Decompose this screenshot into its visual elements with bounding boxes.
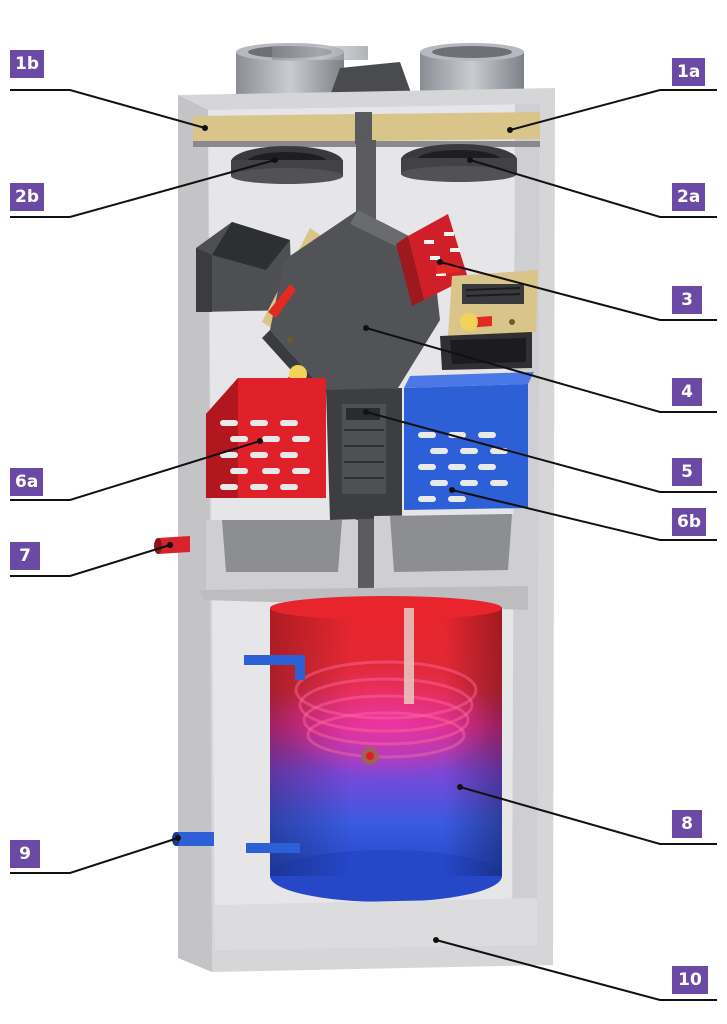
supply-filter-6a [206, 378, 326, 498]
label-5: 5 [672, 458, 702, 486]
fans [231, 144, 517, 184]
label-6a: 6a [10, 468, 44, 496]
label-9: 9 [10, 840, 40, 868]
label-4: 4 [672, 378, 702, 406]
hot-water-tank [244, 596, 502, 902]
cabinet-base [215, 898, 537, 950]
drain-panel [326, 388, 402, 520]
label-2a: 2a [672, 183, 706, 211]
extract-filter-6b [404, 372, 534, 510]
left-duct [196, 222, 292, 312]
label-1a: 1a [672, 58, 706, 86]
top-spigots [236, 43, 524, 102]
label-2b: 2b [10, 183, 44, 211]
pipe-connection-7 [154, 536, 190, 554]
label-1b: 1b [10, 50, 44, 78]
label-3: 3 [672, 286, 702, 314]
leader-dots [167, 125, 513, 943]
label-10: 10 [672, 966, 708, 994]
label-7: 7 [10, 542, 40, 570]
bypass-module [396, 214, 538, 370]
label-8: 8 [672, 810, 702, 838]
label-6b: 6b [672, 508, 706, 536]
leader-lines [10, 89, 717, 1001]
